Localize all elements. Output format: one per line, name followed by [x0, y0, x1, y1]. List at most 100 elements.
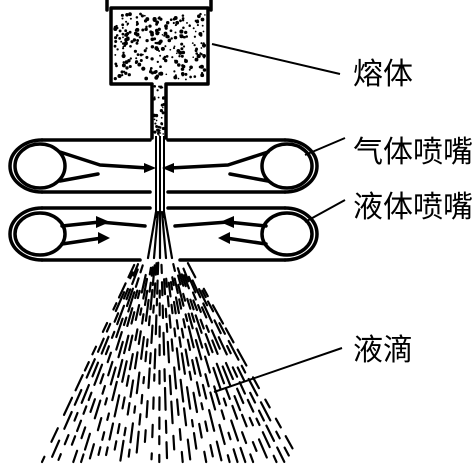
- melt-particle: [115, 34, 119, 37]
- spray-droplet: [101, 321, 109, 333]
- spray-droplet: [91, 345, 98, 356]
- melt-particle: [204, 14, 206, 16]
- melt-particle: [200, 42, 203, 45]
- melt-particle: [157, 17, 160, 20]
- spray-droplet: [140, 393, 144, 405]
- spray-droplet: [251, 441, 258, 452]
- melt-stream: [155, 136, 165, 218]
- spray-droplet: [249, 391, 257, 404]
- melt-particle: [178, 55, 181, 58]
- spray-droplet: [101, 431, 106, 441]
- melt-particle: [202, 68, 207, 72]
- melt-particle: [139, 12, 142, 16]
- droplets-label: 液滴: [353, 333, 413, 368]
- spray-droplet: [73, 411, 79, 422]
- melt-particle: [172, 47, 176, 50]
- melt-particle: [122, 36, 124, 39]
- spray-droplet: [139, 264, 144, 274]
- spray-droplet: [164, 307, 168, 319]
- spray-droplet: [152, 304, 155, 314]
- melt-particle: [193, 75, 197, 78]
- spray-droplet: [74, 374, 84, 392]
- melt-particle: [128, 12, 132, 17]
- spray-droplet: [145, 338, 149, 348]
- melt-particle: [181, 19, 185, 22]
- spray-droplet: [162, 331, 166, 356]
- spray-droplet: [199, 318, 205, 330]
- melt-particle: [136, 39, 140, 42]
- spray-droplet: [276, 446, 286, 463]
- spray-droplet: [195, 356, 202, 377]
- spray-droplet: [136, 289, 141, 300]
- spray-droplet: [116, 358, 124, 378]
- spray-droplet: [147, 367, 151, 389]
- spray-droplet: [145, 400, 149, 419]
- spray-droplet: [176, 267, 185, 287]
- jet-fiber: [152, 210, 160, 260]
- melt-particle: [157, 125, 161, 129]
- melt-particle: [125, 31, 130, 36]
- melt-particle: [136, 22, 139, 26]
- melt-particle: [160, 46, 165, 51]
- spray-droplet: [249, 453, 255, 464]
- spray-droplet: [165, 322, 169, 333]
- melt-particle: [203, 56, 206, 59]
- spray-droplet: [240, 364, 247, 374]
- melt-particle: [153, 96, 156, 98]
- melt-particle: [135, 57, 138, 60]
- spray-droplet: [182, 267, 190, 283]
- spray-droplet: [274, 417, 282, 429]
- spray-droplet: [163, 278, 167, 296]
- spray-droplet: [122, 316, 128, 327]
- melt-particle: [173, 45, 176, 48]
- spray-droplet: [231, 366, 239, 378]
- spray-droplet: [213, 385, 221, 406]
- melt-particle: [127, 73, 131, 77]
- melt-particle: [121, 17, 124, 20]
- melt-particle: [184, 59, 188, 64]
- spray-droplet: [173, 327, 177, 338]
- melt-particle: [174, 31, 177, 34]
- melt-particle: [182, 36, 185, 39]
- melt-particle: [118, 36, 122, 40]
- melt-particle: [150, 37, 155, 42]
- spray-droplet: [186, 262, 197, 279]
- spray-droplet: [175, 347, 181, 371]
- spray-droplet: [87, 391, 93, 402]
- spray-droplet: [140, 336, 145, 360]
- melt-particle: [180, 67, 185, 71]
- spray-droplet: [62, 396, 74, 416]
- spray-droplet: [180, 273, 187, 288]
- melt-particle: [121, 47, 125, 50]
- spray-droplet: [50, 427, 59, 443]
- spray-droplet: [63, 434, 70, 446]
- spray-droplet: [236, 366, 246, 382]
- melt-particle: [121, 42, 125, 45]
- melt-container: [105, 0, 213, 140]
- spray-droplet: [125, 288, 132, 301]
- melt-particle: [159, 71, 164, 76]
- spray-droplet: [100, 335, 110, 355]
- melt-particle: [181, 50, 186, 55]
- melt-particle: [143, 49, 147, 53]
- spray-droplet: [241, 413, 248, 428]
- spray-droplet: [128, 334, 134, 352]
- melt-particle: [185, 35, 188, 38]
- melt-particle: [181, 17, 185, 20]
- melt-particle: [182, 45, 186, 48]
- spray-droplet: [149, 288, 154, 311]
- melt-particle: [121, 26, 124, 29]
- spray-droplet: [169, 281, 174, 291]
- spray-droplet: [198, 422, 203, 439]
- melt-particle: [148, 24, 152, 28]
- spray-droplet: [134, 304, 141, 321]
- droplet-spray: [40, 210, 294, 464]
- spray-droplet: [208, 409, 216, 432]
- spray-droplet: [138, 413, 142, 426]
- melt-particle: [129, 17, 132, 20]
- melt-particle: [179, 19, 182, 23]
- melt-particle: [155, 47, 160, 51]
- spray-droplet: [127, 448, 131, 458]
- spray-droplet: [184, 348, 190, 367]
- spray-droplet: [185, 386, 192, 410]
